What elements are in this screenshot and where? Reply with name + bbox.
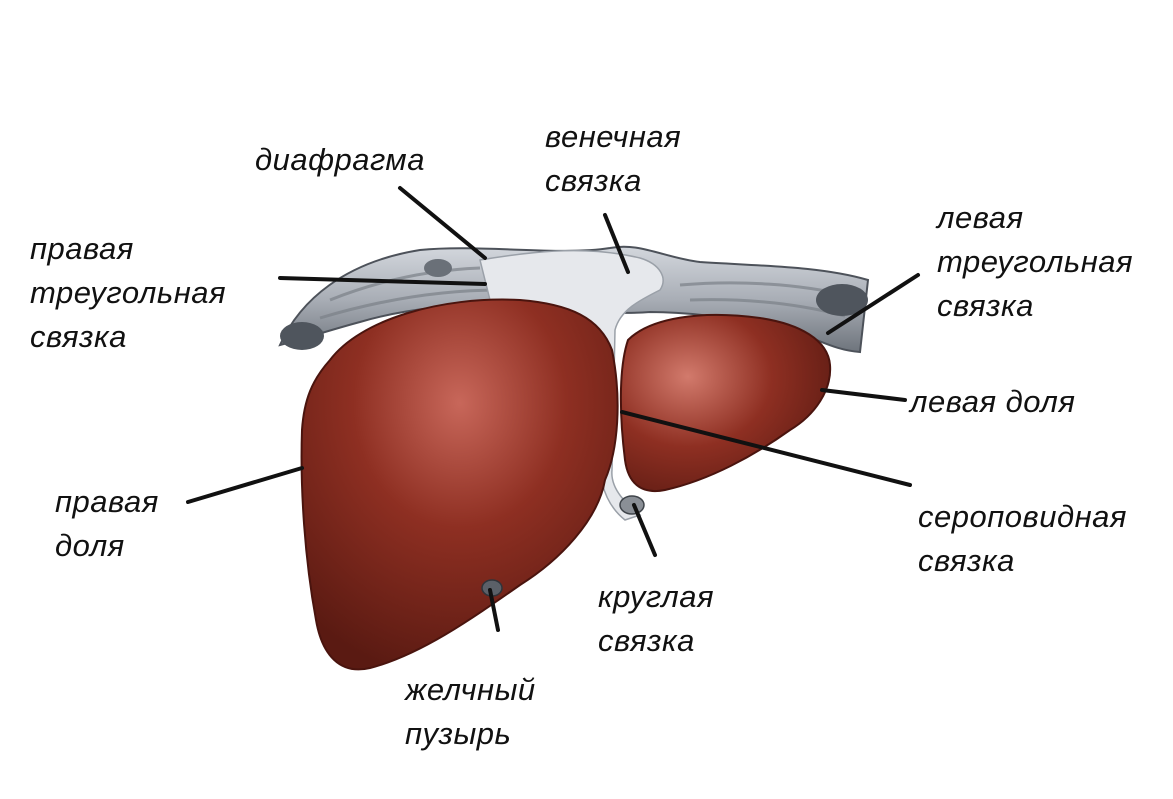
label-left-triangular-line-1: левая (937, 196, 1133, 240)
right-lobe-shape (302, 300, 618, 670)
label-right-lobe-line-2: доля (55, 524, 159, 568)
label-falciform-line-1: сероповидная (918, 495, 1127, 539)
diaphragm-dark-spot-mid (424, 259, 452, 277)
label-right-triangular-ligament: правая треугольная связка (30, 227, 226, 359)
label-round-ligament-line-1: круглая (598, 575, 714, 619)
label-right-lobe-line-1: правая (55, 480, 159, 524)
label-left-triangular-ligament: левая треугольная связка (937, 196, 1133, 328)
label-left-triangular-line-3: связка (937, 284, 1133, 328)
label-coronary-line-1: венечная (545, 115, 681, 159)
label-falciform-line-2: связка (918, 539, 1127, 583)
label-coronary-line-2: связка (545, 159, 681, 203)
label-round-ligament-line-2: связка (598, 619, 714, 663)
leader-line-left-lobe (822, 390, 905, 400)
leader-line-round-ligament (634, 505, 655, 555)
label-gallbladder: желчный пузырь (405, 668, 536, 756)
label-diaphragm: диафрагма (255, 138, 425, 182)
label-falciform-ligament: сероповидная связка (918, 495, 1127, 583)
label-coronary-ligament: венечная связка (545, 115, 681, 203)
label-left-lobe: левая доля (910, 380, 1075, 424)
leader-line-right-lobe (188, 468, 302, 502)
label-gallbladder-line-1: желчный (405, 668, 536, 712)
label-diaphragm-line: диафрагма (255, 138, 425, 182)
diaphragm-dark-spot-left (280, 322, 324, 350)
label-right-triangular-line-2: треугольная (30, 271, 226, 315)
label-round-ligament: круглая связка (598, 575, 714, 663)
label-left-triangular-line-2: треугольная (937, 240, 1133, 284)
label-gallbladder-line-2: пузырь (405, 712, 536, 756)
label-left-lobe-line: левая доля (910, 380, 1075, 424)
label-right-triangular-line-1: правая (30, 227, 226, 271)
leader-line-diaphragm (400, 188, 485, 258)
label-right-lobe: правая доля (55, 480, 159, 568)
label-right-triangular-line-3: связка (30, 315, 226, 359)
left-lobe-shape (621, 315, 830, 491)
